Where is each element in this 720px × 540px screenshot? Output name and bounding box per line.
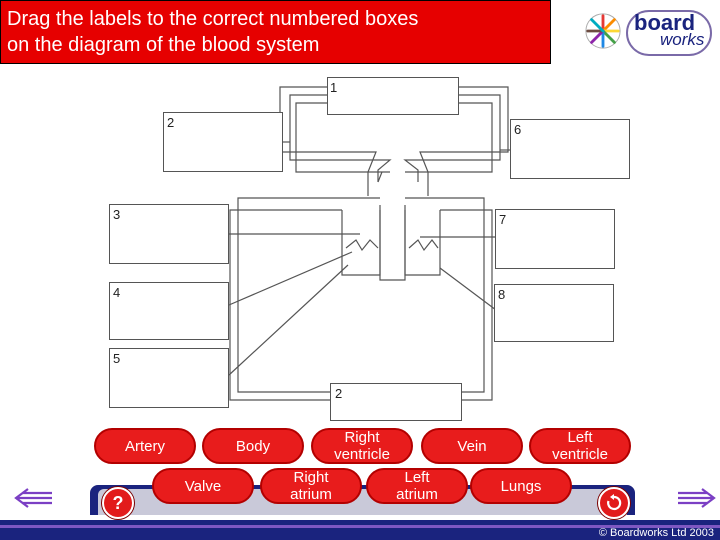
boardworks-wheel-icon [585, 13, 621, 49]
box-number: 2 [335, 386, 343, 401]
label-left-atrium[interactable]: Left atrium [366, 468, 468, 504]
drop-box-3[interactable]: 3 [109, 204, 229, 264]
drop-box-8[interactable]: 8 [494, 284, 614, 342]
label-lungs[interactable]: Lungs [470, 468, 572, 504]
box-number: 6 [514, 122, 522, 137]
footer-stripe-accent [0, 525, 720, 528]
drop-box-6[interactable]: 6 [510, 119, 630, 179]
box-number: 4 [113, 285, 121, 300]
label-valve[interactable]: Valve [152, 468, 254, 504]
logo-outline [626, 10, 712, 56]
box-number: 7 [499, 212, 507, 227]
box-number: 5 [113, 351, 121, 366]
boardworks-logo: board works [582, 8, 716, 60]
drop-box-4[interactable]: 4 [109, 282, 229, 340]
label-artery[interactable]: Artery [94, 428, 196, 464]
reset-button[interactable] [598, 487, 630, 519]
box-number: 8 [498, 287, 506, 302]
logo-word-board: board [634, 10, 696, 35]
drop-box-1[interactable]: 1 [327, 77, 459, 115]
instruction-title: Drag the labels to the correct numbered … [0, 0, 551, 64]
logo-word-works: works [660, 30, 705, 49]
drop-box-5[interactable]: 5 [109, 348, 229, 408]
drop-box-7[interactable]: 7 [495, 209, 615, 269]
box-number: 2 [167, 115, 175, 130]
box-number: 3 [113, 207, 121, 222]
label-body[interactable]: Body [202, 428, 304, 464]
box-number: 1 [330, 80, 338, 95]
drop-box-2-top[interactable]: 2 [163, 112, 283, 172]
arrow-right-icon[interactable] [676, 486, 716, 510]
footer-band [0, 528, 720, 540]
arrow-left-icon[interactable] [14, 486, 54, 510]
reset-icon [607, 494, 622, 511]
label-left-ventricle[interactable]: Left ventricle [529, 428, 631, 464]
label-right-atrium[interactable]: Right atrium [260, 468, 362, 504]
copyright-text: © Boardworks Ltd 2003 [598, 527, 714, 539]
label-right-ventricle[interactable]: Right ventricle [311, 428, 413, 464]
help-button[interactable]: ? [102, 487, 134, 519]
drop-box-2-bottom[interactable]: 2 [330, 383, 462, 421]
label-vein[interactable]: Vein [421, 428, 523, 464]
footer-stripe [0, 520, 720, 525]
